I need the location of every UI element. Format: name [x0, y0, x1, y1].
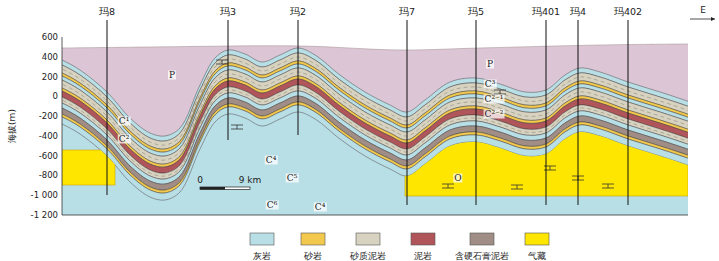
legend-swatch — [356, 233, 380, 245]
stratum-label: C⁴ — [314, 203, 327, 212]
limestone-symbol — [602, 184, 614, 188]
legend-swatch — [250, 233, 274, 245]
axis-tick: -200 — [39, 112, 58, 121]
legend-swatch — [525, 233, 549, 245]
limestone-symbol — [442, 184, 454, 188]
legend-text: 灰岩 — [253, 252, 271, 261]
scale-label: 0 — [197, 176, 203, 185]
scale-label: 9 km — [239, 176, 262, 185]
stratum-label: C² — [118, 135, 131, 144]
direction-arrow — [690, 19, 715, 20]
well-line — [107, 20, 108, 195]
stratum-label: P — [168, 71, 176, 80]
limestone-symbol — [511, 185, 523, 189]
well-line — [228, 20, 229, 140]
well-name: 玛5 — [468, 7, 484, 17]
stratum-label: C⁶ — [266, 201, 279, 210]
axis-tick: 0 — [53, 92, 58, 101]
well-line — [628, 20, 629, 205]
axis-tick: -600 — [39, 151, 58, 160]
legend-text: 含硬石膏泥岩 — [455, 252, 509, 261]
stratum-label: C³ — [484, 80, 497, 89]
bottom-line — [62, 215, 688, 216]
rock-layer — [62, 105, 688, 200]
well-name: 玛7 — [399, 7, 415, 17]
stratum-label: C²⁻² — [484, 110, 505, 119]
axis-tick: -800 — [39, 171, 58, 180]
axis-tick: -1 200 — [31, 211, 58, 220]
legend-swatch — [301, 233, 325, 245]
legend-text: 泥岩 — [414, 252, 432, 261]
well-name: 玛8 — [99, 7, 115, 17]
stratum-label: C⁵ — [286, 174, 299, 183]
axis-tick: -1 000 — [31, 191, 58, 200]
permian-unit — [62, 44, 688, 215]
well-line — [546, 20, 547, 205]
stratum-label: O — [453, 174, 462, 183]
legend-text: 砂岩 — [304, 252, 322, 261]
stratum-label: P — [486, 60, 494, 69]
well-line — [476, 20, 477, 205]
axis-title: 海拔(m) — [8, 109, 17, 143]
plot-area — [62, 44, 688, 215]
legend-text: 气藏 — [528, 252, 546, 261]
well-name: 玛402 — [614, 7, 642, 17]
stratum-label: C²⁻¹ — [484, 95, 505, 104]
y-axis — [62, 37, 63, 215]
direction-label: E — [700, 6, 706, 15]
scale-bar — [200, 187, 250, 190]
scale-bar-segment — [200, 187, 225, 190]
bedding-line — [62, 57, 688, 145]
axis-tick: 400 — [42, 53, 58, 62]
limestone-symbol — [216, 60, 228, 64]
legend-swatch — [411, 233, 435, 245]
legend-swatch — [470, 233, 494, 245]
well-line — [407, 20, 408, 205]
axis-tick: 600 — [42, 33, 58, 42]
well-name: 玛2 — [290, 7, 306, 17]
gas-group — [62, 110, 688, 196]
limestone-symbol — [494, 90, 506, 94]
axis-tick: -400 — [39, 132, 58, 141]
stratum-label: C⁴ — [265, 156, 278, 165]
limestone-symbol — [231, 125, 243, 129]
stratum-label: C¹ — [118, 117, 131, 126]
well-name: 玛401 — [532, 7, 560, 17]
well-line — [298, 20, 299, 135]
axis-tick: 200 — [42, 72, 58, 81]
well-name: 玛4 — [570, 7, 586, 17]
well-name: 玛3 — [220, 7, 236, 17]
legend-text: 砂质泥岩 — [350, 252, 386, 261]
well-line — [578, 20, 579, 205]
